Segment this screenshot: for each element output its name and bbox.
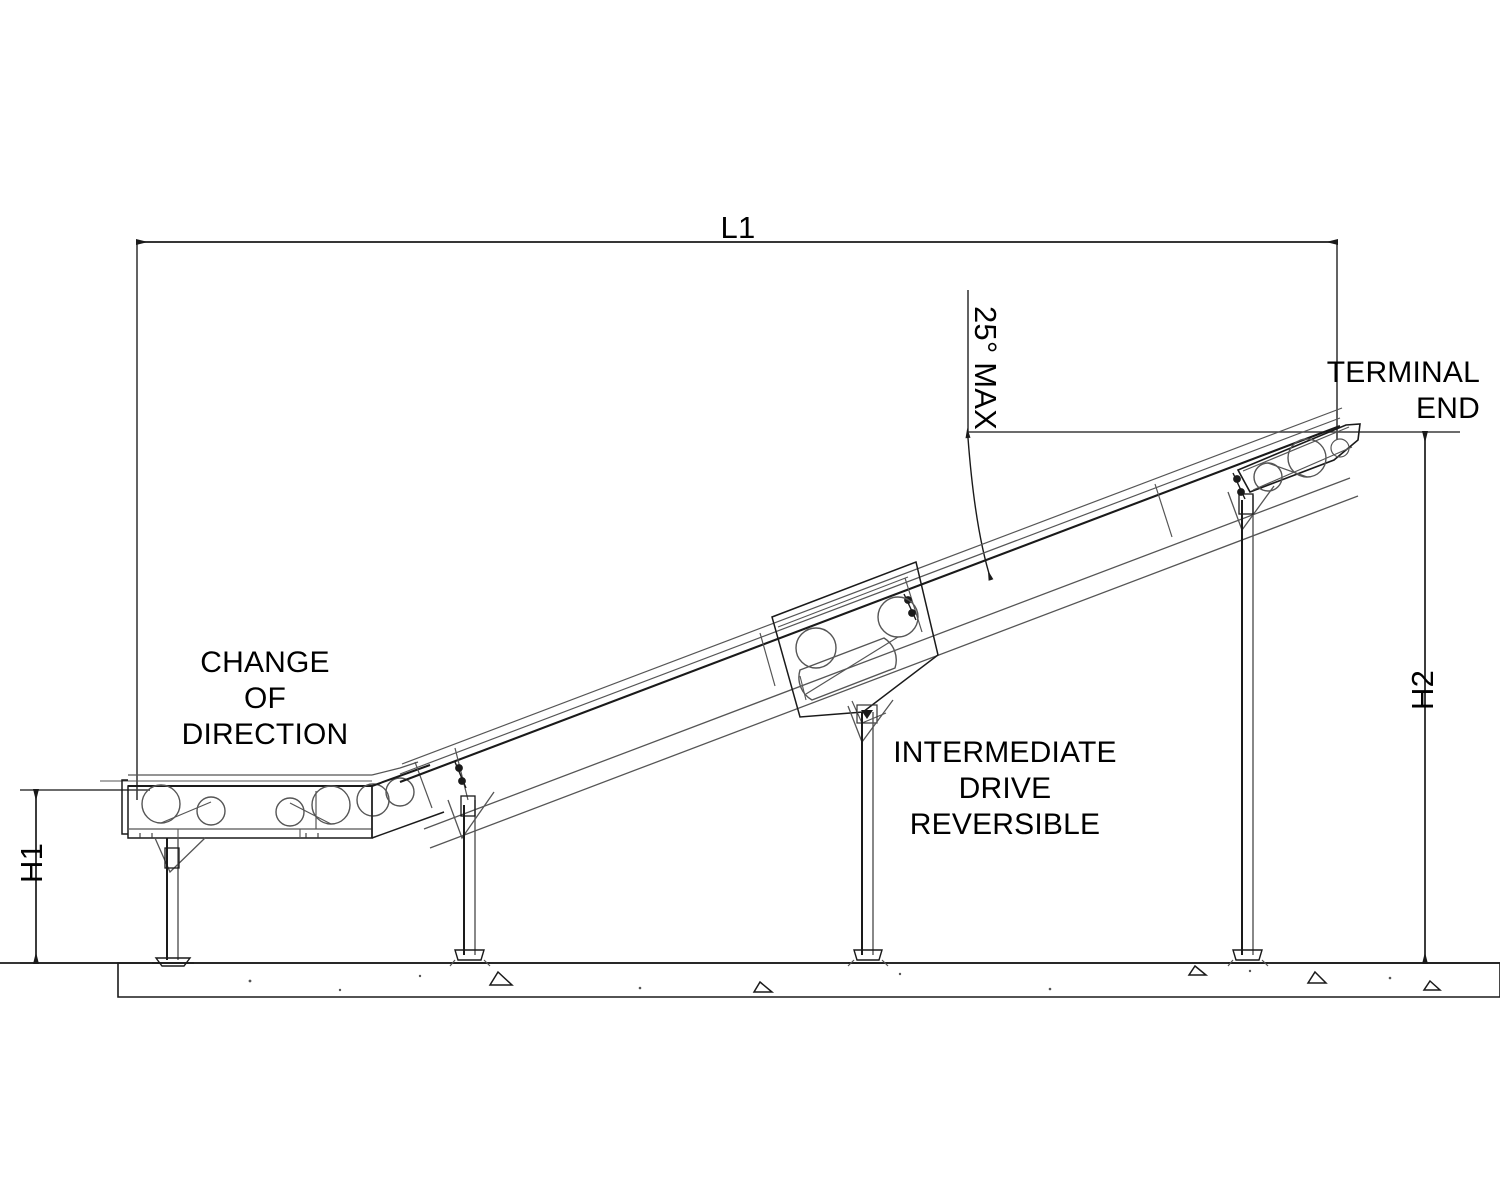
dimension-lines: [20, 239, 1460, 964]
leg-2: [447, 791, 495, 967]
floor-aggregate-marks: [488, 964, 1442, 993]
callout-change-of-direction-line3: DIRECTION: [181, 718, 349, 751]
terminal-end-head: [1236, 423, 1361, 493]
floor-outline: [117, 962, 1500, 998]
support-legs: [152, 485, 1275, 967]
dimension-label-l1: L1: [720, 210, 756, 245]
horizontal-conveyor-section: [100, 774, 415, 839]
callout-change-of-direction: CHANGE OF DIRECTION: [170, 645, 360, 753]
callout-terminal-end-line2: END: [1416, 392, 1480, 425]
inclined-conveyor-section: [399, 407, 1359, 849]
callout-intermediate-drive-line1: INTERMEDIATE: [893, 736, 1117, 769]
callout-intermediate-drive: INTERMEDIATE DRIVE REVERSIBLE: [880, 735, 1130, 843]
intermediate-drive-assembly: [771, 560, 939, 724]
callout-change-of-direction-line2: OF: [243, 682, 287, 715]
callout-intermediate-drive-line2: DRIVE: [958, 772, 1052, 805]
change-of-direction-knuckle: [371, 761, 445, 839]
leg-3: [847, 699, 894, 967]
floor-speckles: [248, 969, 1392, 992]
callout-intermediate-drive-line3: REVERSIBLE: [909, 808, 1101, 841]
leg-1: [152, 837, 206, 967]
angle-label-25-max: 25° MAX: [968, 305, 1003, 431]
angle-arc: [965, 428, 994, 581]
leg-4: [1227, 485, 1275, 967]
callout-change-of-direction-line1: CHANGE: [200, 646, 330, 679]
dimension-label-h2: H2: [1405, 669, 1440, 711]
callout-terminal-end: TERMINAL END: [1190, 355, 1480, 427]
floor-slab: [0, 962, 1500, 998]
dimension-label-h1: H1: [14, 842, 49, 884]
callout-terminal-end-line1: TERMINAL: [1326, 356, 1480, 389]
